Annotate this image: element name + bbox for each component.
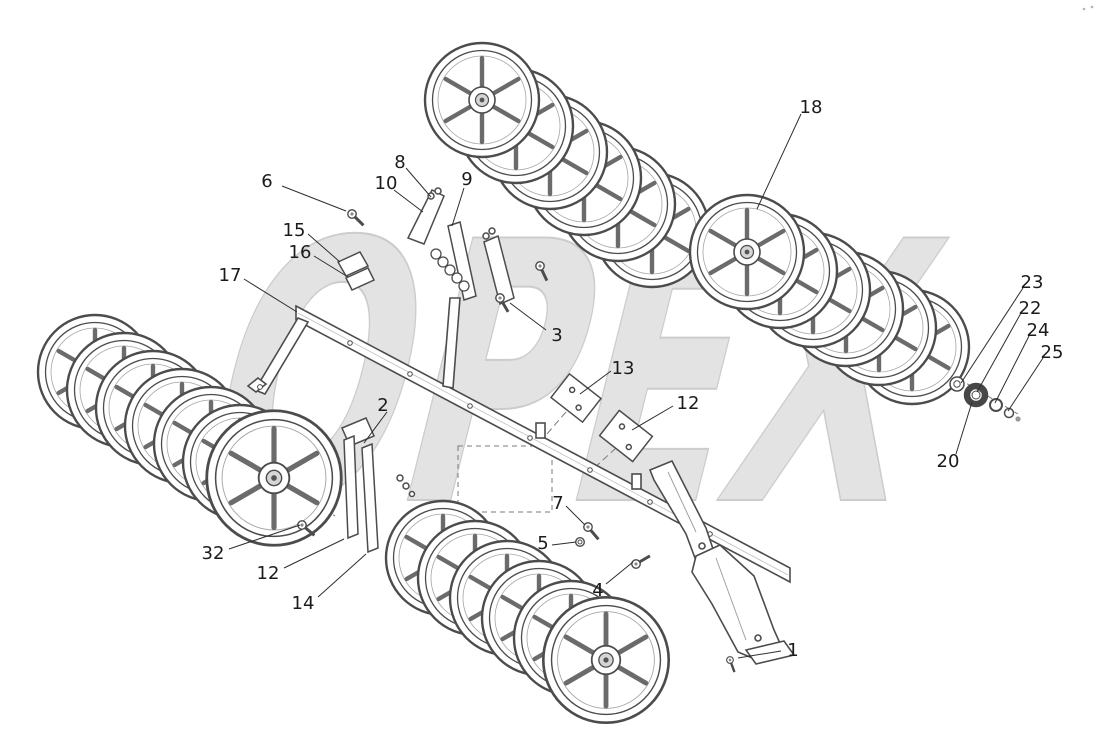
side-stand-strap: [246, 317, 310, 395]
callout-10-label: 10: [375, 173, 398, 194]
callout-14-label: 14: [292, 593, 315, 614]
callout-13-label: 13: [612, 358, 635, 379]
axle-end-parts: [949, 376, 1021, 422]
washer: [949, 376, 965, 392]
callout-3-label: 3: [551, 325, 562, 346]
callout-12-lower-label: 12: [257, 563, 280, 584]
beam-holes: [347, 340, 713, 537]
disc-wheel: [425, 43, 539, 157]
bracket-plate: [406, 188, 445, 245]
upper-bracket-assembly: [336, 187, 515, 306]
disc-wheel: [690, 195, 804, 309]
mount-plate-12: [598, 409, 654, 463]
callout-labels: 6 8 10 9 15 16 17 18 3 13 12 23 22 24 25…: [202, 97, 1064, 661]
mount-plate-13: [549, 372, 603, 424]
callout-5-label: 5: [537, 533, 548, 554]
hanger-strap: [442, 297, 461, 389]
callout-7-label: 7: [552, 493, 563, 514]
angle-bracket: [344, 267, 376, 291]
cap: [1003, 407, 1015, 419]
disc-wheel: [543, 597, 668, 722]
lower-strap-assembly: [341, 417, 416, 554]
center-plates: [549, 372, 654, 463]
nut-icon: [574, 536, 586, 548]
adjuster-holes: [430, 248, 470, 292]
plug: [1015, 416, 1021, 422]
scraper-strap: [361, 442, 379, 554]
callout-16-label: 16: [289, 242, 312, 263]
callout-12-upper-label: 12: [677, 393, 700, 414]
main-frame-beam: [246, 297, 791, 584]
link-strap: [483, 234, 515, 306]
callout-15-label: 15: [283, 220, 306, 241]
callout-2-label: 2: [377, 395, 388, 416]
angle-bracket: [336, 251, 370, 277]
leader-lines: [228, 113, 1044, 659]
callout-18-label: 18: [800, 97, 823, 118]
bearing: [963, 382, 989, 408]
callout-6-label: 6: [261, 171, 272, 192]
callout-24-label: 24: [1027, 320, 1050, 341]
corner-mark: [1082, 5, 1094, 11]
disc-wheel: [207, 411, 342, 546]
scraper-strap: [343, 434, 359, 540]
callout-9-label: 9: [461, 169, 472, 190]
callout-17-label: 17: [219, 265, 242, 286]
callout-4-label: 4: [592, 580, 603, 601]
callout-23-label: 23: [1021, 272, 1044, 293]
callout-20-label: 20: [937, 451, 960, 472]
beam-tab: [535, 422, 546, 439]
callout-22-label: 22: [1019, 298, 1042, 319]
beam-tab: [631, 473, 642, 490]
callout-8-label: 8: [394, 152, 405, 173]
retainer-ring: [989, 398, 1003, 412]
callout-32-label: 32: [202, 543, 225, 564]
callout-25-label: 25: [1041, 342, 1064, 363]
callout-1-label: 1: [787, 640, 798, 661]
